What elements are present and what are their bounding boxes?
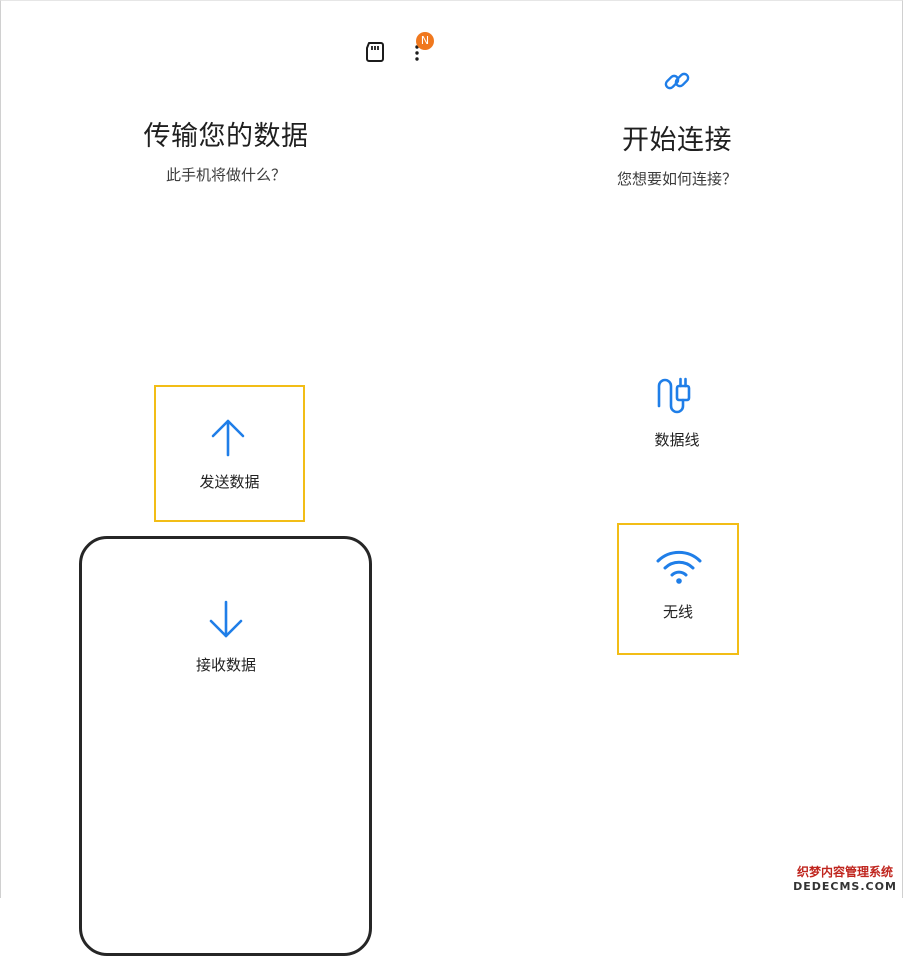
- right-title: 开始连接: [622, 125, 732, 156]
- receive-data-label: 接收数据: [195, 656, 256, 674]
- sd-card-icon[interactable]: [364, 40, 386, 64]
- watermark: 织梦内容管理系统 DEDECMS.COM: [792, 863, 898, 893]
- arrow-up-icon: [208, 415, 248, 459]
- send-data-button[interactable]: 发送数据: [154, 385, 305, 522]
- receive-data-button[interactable]: 接收数据: [156, 590, 296, 680]
- cable-label: 数据线: [654, 431, 700, 449]
- wifi-icon: [655, 547, 703, 587]
- more-vertical-icon[interactable]: [408, 42, 426, 62]
- usb-cable-icon: [655, 374, 699, 418]
- left-title: 传输您的数据: [143, 121, 309, 152]
- watermark-line1: 织梦内容管理系统: [796, 865, 893, 879]
- watermark-line2: DEDECMS.COM: [793, 880, 897, 893]
- left-subtitle: 此手机将做什么？: [165, 166, 286, 184]
- wireless-option[interactable]: 无线: [617, 523, 739, 655]
- link-icon: [662, 66, 692, 96]
- notification-badge: N: [416, 32, 434, 50]
- right-subtitle: 您想要如何连接？: [616, 170, 737, 188]
- wireless-label: 无线: [662, 603, 693, 621]
- arrow-down-icon: [206, 598, 246, 642]
- send-data-label: 发送数据: [199, 473, 260, 491]
- cable-option[interactable]: 数据线: [617, 368, 737, 458]
